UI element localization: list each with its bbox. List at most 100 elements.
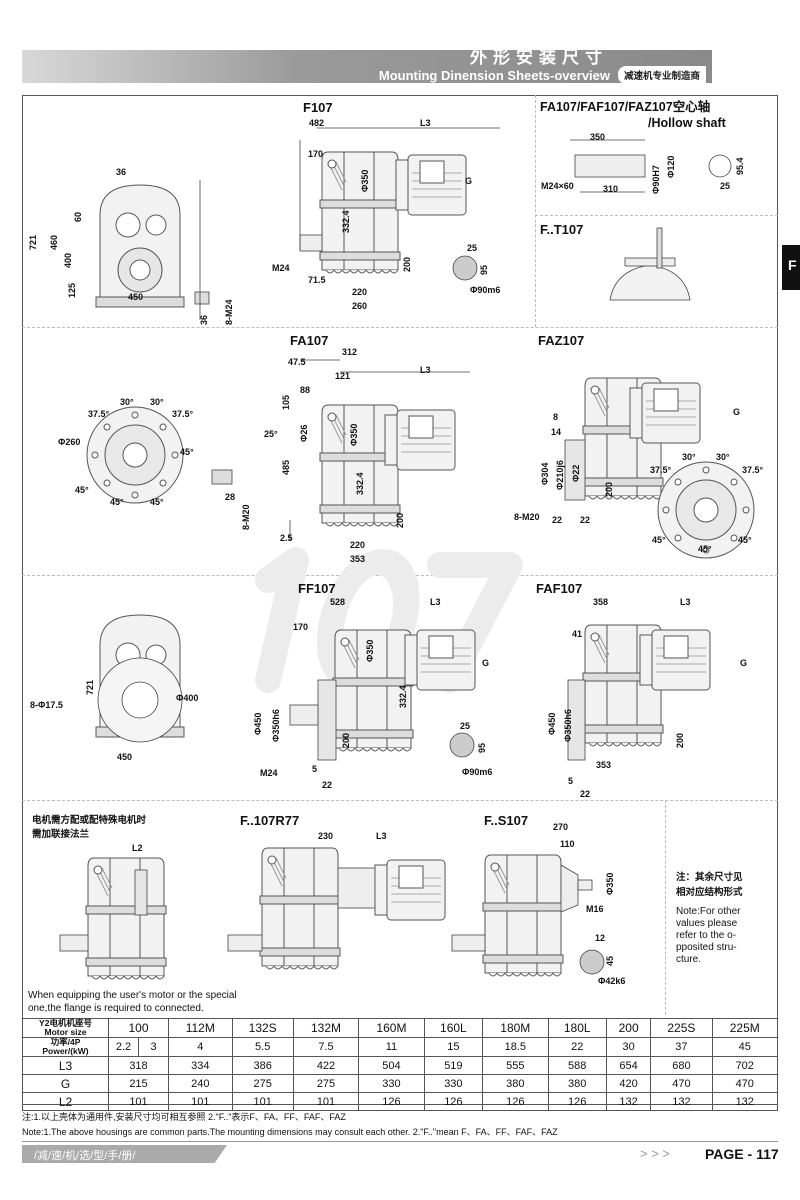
dim-label: 121 [335, 371, 351, 381]
dim-label: 95.4 [735, 157, 745, 175]
dim-label: M16 [586, 904, 604, 914]
divider [535, 95, 536, 327]
dim-label: Φ450 [253, 712, 263, 735]
dim-label: G [733, 407, 741, 417]
dim-label: 353 [350, 554, 366, 564]
cell: 180L [547, 1018, 607, 1038]
cell: 126 [358, 1092, 425, 1111]
dim-label: L3 [430, 597, 441, 607]
dim-label: L2 [132, 843, 143, 853]
dim-label: 400 [63, 252, 73, 268]
dim-label: 45° [652, 535, 666, 545]
dim-label: M24×60 [541, 181, 574, 191]
dim-label: 8 [553, 412, 559, 422]
cell: 275 [231, 1074, 294, 1093]
dim-label: 22 [580, 515, 591, 525]
flange-note-en-1: When equipping the user's motor or the s… [28, 990, 237, 1001]
dim-label: 125 [67, 282, 77, 298]
dim-label: 47.5 [288, 357, 306, 367]
cell: 225M [711, 1018, 778, 1038]
dim-label: L3 [680, 597, 691, 607]
dim-label: 8-M20 [514, 512, 540, 522]
cell: 132S [231, 1018, 294, 1038]
dim-label: 200 [341, 732, 351, 748]
dim-label: 460 [49, 234, 59, 250]
dim-label: 200 [604, 481, 614, 497]
dim-label: 45° [110, 497, 124, 507]
dim-label: Φ260 [58, 437, 81, 447]
dim-label: 170 [308, 149, 324, 159]
section-tab[interactable]: F [782, 245, 800, 290]
page-number: PAGE - 117 [705, 1146, 779, 1162]
divider [22, 800, 778, 801]
dim-label: 25 [467, 243, 478, 253]
cell: 132M [292, 1018, 360, 1038]
arrows: > > > [640, 1146, 670, 1161]
dim-label: 22 [552, 515, 563, 525]
cell: 519 [423, 1056, 484, 1075]
dim-label: 36 [199, 314, 209, 325]
cell: 330 [358, 1074, 425, 1093]
dim-label: Φ350h6 [563, 709, 573, 742]
cell: 504 [358, 1056, 425, 1075]
other-note-cn-2: 相对应结构形式 [676, 887, 743, 898]
power-label-en: Power/(kW) [42, 1046, 89, 1056]
cell: 330 [423, 1074, 484, 1093]
dim-label: 37.5° [650, 465, 672, 475]
cell: 126 [423, 1092, 484, 1111]
dim-label: 105 [281, 394, 291, 410]
dim-label: 332.4 [355, 472, 365, 495]
cell: 7.5 [292, 1037, 360, 1057]
dim-label: 200 [675, 732, 685, 748]
section-title-faz107: FAZ107 [538, 333, 585, 348]
cell: 101 [292, 1092, 360, 1111]
cell: 180M [482, 1018, 549, 1038]
dim-label: 170 [293, 622, 309, 632]
dim-label: Φ304 [540, 462, 550, 485]
dim-label: 220 [352, 287, 368, 297]
motor-size-label-cn: Y2电机机座号 [39, 1018, 92, 1028]
cell: 45 [711, 1037, 778, 1057]
dim-label: Φ210j6 [555, 460, 565, 490]
section-title-r77: F..107R77 [240, 813, 300, 828]
cell: 275 [292, 1074, 360, 1093]
dim-label: 25° [264, 429, 278, 439]
dim-label: Φ350 [365, 639, 375, 662]
row-label: L3 [22, 1056, 109, 1075]
section-title-s107: F..S107 [484, 813, 529, 828]
cell: 470 [711, 1074, 778, 1093]
dim-label: 332.4 [341, 210, 351, 233]
dim-label: 5 [312, 764, 318, 774]
page-title-en: Mounting Dinension Sheets-overview [378, 68, 610, 83]
dim-label: G [740, 658, 748, 668]
note-line: refer to the o- [676, 930, 737, 941]
manual-label: /减/速/机/选/型/手/册/ [22, 1145, 227, 1163]
cell: 200 [605, 1018, 652, 1038]
cell: 420 [605, 1074, 652, 1093]
cell: 680 [650, 1056, 713, 1075]
dim-label: L3 [420, 365, 431, 375]
cell: 126 [547, 1092, 607, 1111]
note-cn: 注:1.以上壳体为通用件,安装尺寸均可相互参照 2."F.."表示F、FA、FF… [22, 1112, 346, 1122]
cell: 3 [138, 1037, 169, 1057]
cell: 132 [650, 1092, 713, 1111]
cell: 240 [168, 1074, 233, 1093]
dim-label: 482 [309, 118, 325, 128]
dim-label: Φ120 [666, 155, 676, 178]
dim-label: 220 [350, 540, 366, 550]
dim-label: Φ450 [547, 712, 557, 735]
dim-label: Φ350 [605, 872, 615, 895]
cell: 126 [482, 1092, 549, 1111]
row-label: G [22, 1074, 109, 1093]
dim-label: 528 [330, 597, 346, 607]
dim-label: 8-M20 [241, 504, 251, 530]
cell: 18.5 [482, 1037, 549, 1057]
dim-label: 450 [117, 752, 133, 762]
cell: 4 [168, 1037, 233, 1057]
dim-label: M24 [272, 263, 290, 273]
dim-label: 12 [595, 933, 606, 943]
